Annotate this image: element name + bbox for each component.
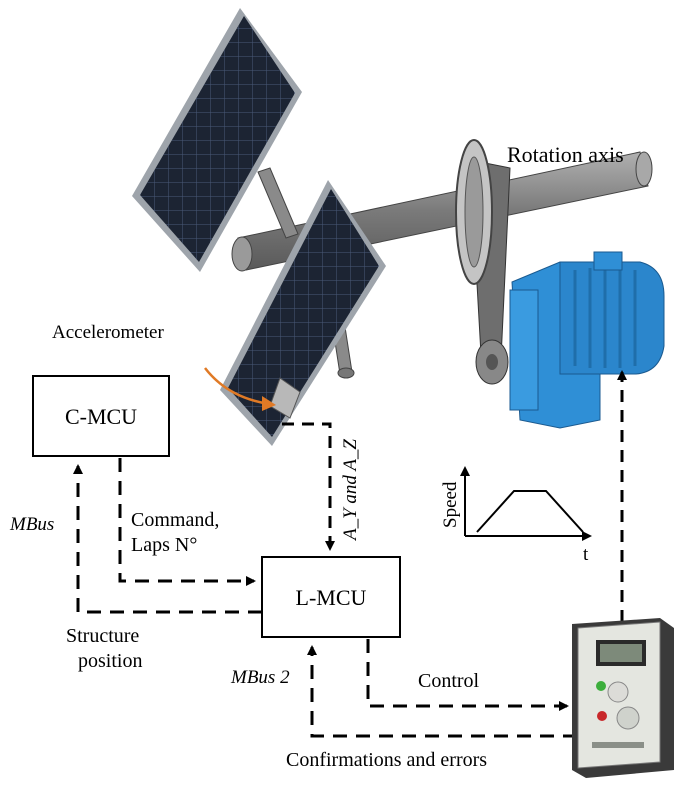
c-mcu-box xyxy=(32,375,170,457)
pulley-belt xyxy=(455,139,511,385)
motor xyxy=(509,251,665,429)
mbus-link xyxy=(73,464,262,614)
accelerometer-pointer-head xyxy=(262,396,276,411)
command-link xyxy=(118,458,256,586)
command-label: Command, xyxy=(131,509,219,531)
structure-label: Structure xyxy=(66,625,139,647)
c-mcu-label: C-MCU xyxy=(65,404,137,429)
control-label: Control xyxy=(418,670,480,692)
speed-profile-chart xyxy=(460,466,592,541)
accelerometer-link xyxy=(282,422,335,551)
confirmations-link xyxy=(307,645,577,738)
time-label: t xyxy=(583,544,589,565)
accelerometer-label: Accelerometer xyxy=(52,322,164,343)
confirmations-label: Confirmations and errors xyxy=(286,749,487,771)
solar-panel-lower xyxy=(220,180,386,446)
mbus-label: MBus xyxy=(9,514,54,535)
speed-trapezoid xyxy=(476,490,584,533)
accelerometer-sensor xyxy=(269,377,301,419)
rotation-axis-label: Rotation axis xyxy=(507,142,624,167)
laps-label: Laps N° xyxy=(131,534,197,556)
mbus2-label: MBus 2 xyxy=(230,667,290,688)
solar-panel-upper xyxy=(132,8,302,272)
l-mcu-box xyxy=(261,556,401,638)
variable-speed-drive xyxy=(572,618,674,778)
position-label: position xyxy=(78,650,142,672)
ay-az-label: A_Y and A_Z xyxy=(340,439,361,542)
l-mcu-label: L-MCU xyxy=(296,585,367,610)
speed-label: Speed xyxy=(440,481,461,528)
